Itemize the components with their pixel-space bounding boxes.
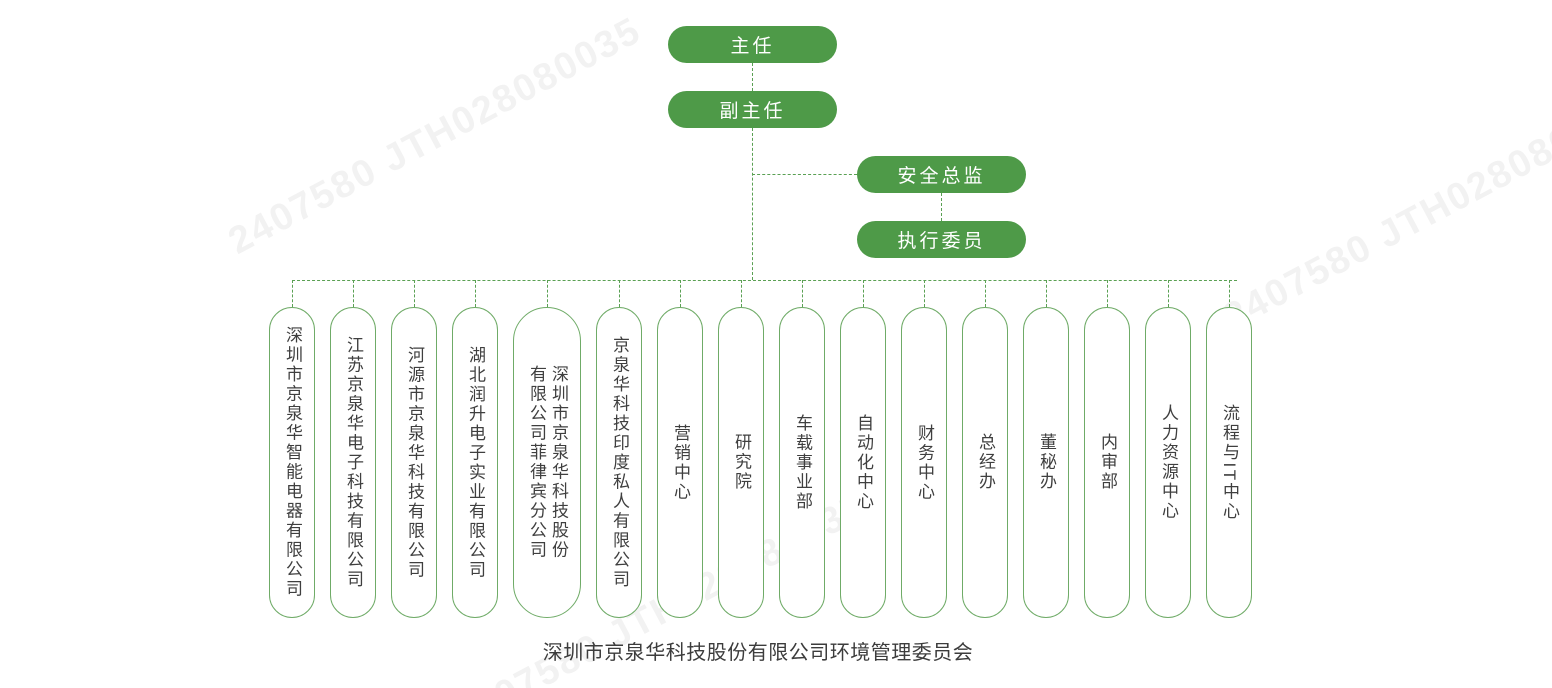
connector-drop-line <box>546 280 548 307</box>
chart-caption: 深圳市京泉华科技股份有限公司环境管理委员会 <box>542 642 974 664</box>
department-pill-shape: 深圳市京泉华智能电器有限公司 <box>269 307 315 618</box>
connector-deputy-main <box>752 128 753 280</box>
department-pill-shape: 总经办 <box>962 307 1008 618</box>
department-label: 江苏京泉华电子科技有限公司 <box>344 335 363 590</box>
watermark-text: 2407580 JTH028080035 <box>221 9 649 263</box>
connector-drop-line <box>413 280 415 307</box>
connector-drop-line <box>291 280 293 307</box>
watermark-text: 2407580 JTH028080035 <box>1216 85 1552 339</box>
department-label: 河源市京泉华科技有限公司 <box>405 345 424 580</box>
department-pill-shape: 财务中心 <box>901 307 947 618</box>
connector-branch-safety <box>752 174 857 175</box>
node-safety-director: 安全总监 <box>857 156 1026 193</box>
node-director-label: 主任 <box>730 36 775 57</box>
department-label: 董秘办 <box>1037 433 1056 492</box>
department-label: 流程与IT中心 <box>1220 403 1239 522</box>
connector-director-deputy <box>752 63 753 91</box>
node-executive-member: 执行委员 <box>857 221 1026 258</box>
department-pill-shape: 营销中心 <box>657 307 703 618</box>
node-director: 主任 <box>668 26 837 63</box>
connector-drop-line <box>923 280 925 307</box>
department-pill: 河源市京泉华科技有限公司 <box>391 280 437 618</box>
department-pill: 营销中心 <box>657 280 703 618</box>
department-pill: 深圳市京泉华科技股份 有限公司菲律宾分公司 <box>513 280 581 618</box>
connector-drop-line <box>740 280 742 307</box>
department-pill-shape: 内审部 <box>1084 307 1130 618</box>
connector-drop-line <box>352 280 354 307</box>
department-label: 人力资源中心 <box>1159 404 1178 521</box>
department-pill: 内审部 <box>1084 280 1130 618</box>
department-label: 湖北润升电子实业有限公司 <box>466 345 485 580</box>
department-pill-shape: 京泉华科技印度私人有限公司 <box>596 307 642 618</box>
department-label: 自动化中心 <box>854 413 873 512</box>
department-label: 深圳市京泉华智能电器有限公司 <box>283 326 302 599</box>
connector-drop-line <box>679 280 681 307</box>
department-label: 深圳市京泉华科技股份 有限公司菲律宾分公司 <box>527 365 568 560</box>
department-label: 京泉华科技印度私人有限公司 <box>610 335 629 590</box>
department-pill: 董秘办 <box>1023 280 1069 618</box>
connector-drop-line <box>474 280 476 307</box>
department-label: 营销中心 <box>671 423 690 502</box>
connector-drop-line <box>618 280 620 307</box>
connector-drop-line <box>862 280 864 307</box>
connector-drop-line <box>1167 280 1169 307</box>
connector-drop-line <box>1228 280 1230 307</box>
node-deputy-director-label: 副主任 <box>719 101 786 122</box>
connector-departments-bus <box>292 280 1237 281</box>
department-pill-shape: 车载事业部 <box>779 307 825 618</box>
department-pill-shape: 人力资源中心 <box>1145 307 1191 618</box>
department-pill: 深圳市京泉华智能电器有限公司 <box>269 280 315 618</box>
department-label: 车载事业部 <box>793 413 812 512</box>
departments-row: 深圳市京泉华智能电器有限公司 江苏京泉华电子科技有限公司 河源市京泉华科技有限公司 湖… <box>269 280 1252 618</box>
department-pill-shape: 江苏京泉华电子科技有限公司 <box>330 307 376 618</box>
node-safety-director-label: 安全总监 <box>897 166 986 187</box>
connector-drop-line <box>984 280 986 307</box>
connector-drop-line <box>801 280 803 307</box>
department-pill: 总经办 <box>962 280 1008 618</box>
department-pill-shape: 流程与IT中心 <box>1206 307 1252 618</box>
department-pill: 京泉华科技印度私人有限公司 <box>596 280 642 618</box>
department-pill: 研究院 <box>718 280 764 618</box>
node-deputy-director: 副主任 <box>668 91 837 128</box>
department-pill: 自动化中心 <box>840 280 886 618</box>
department-pill-shape: 自动化中心 <box>840 307 886 618</box>
department-pill-shape: 董秘办 <box>1023 307 1069 618</box>
department-label: 内审部 <box>1098 433 1117 492</box>
department-label: 总经办 <box>976 433 995 492</box>
node-executive-member-label: 执行委员 <box>897 231 986 252</box>
department-pill-shape: 湖北润升电子实业有限公司 <box>452 307 498 618</box>
department-pill: 江苏京泉华电子科技有限公司 <box>330 280 376 618</box>
department-pill: 财务中心 <box>901 280 947 618</box>
department-label: 财务中心 <box>915 423 934 502</box>
department-pill: 湖北润升电子实业有限公司 <box>452 280 498 618</box>
department-label: 研究院 <box>732 433 751 492</box>
department-pill: 人力资源中心 <box>1145 280 1191 618</box>
department-pill-shape: 深圳市京泉华科技股份 有限公司菲律宾分公司 <box>513 307 581 618</box>
connector-drop-line <box>1045 280 1047 307</box>
department-pill: 车载事业部 <box>779 280 825 618</box>
department-pill-shape: 研究院 <box>718 307 764 618</box>
connector-drop-line <box>1106 280 1108 307</box>
connector-safety-executive <box>941 193 942 221</box>
department-pill: 流程与IT中心 <box>1206 280 1252 618</box>
department-pill-shape: 河源市京泉华科技有限公司 <box>391 307 437 618</box>
